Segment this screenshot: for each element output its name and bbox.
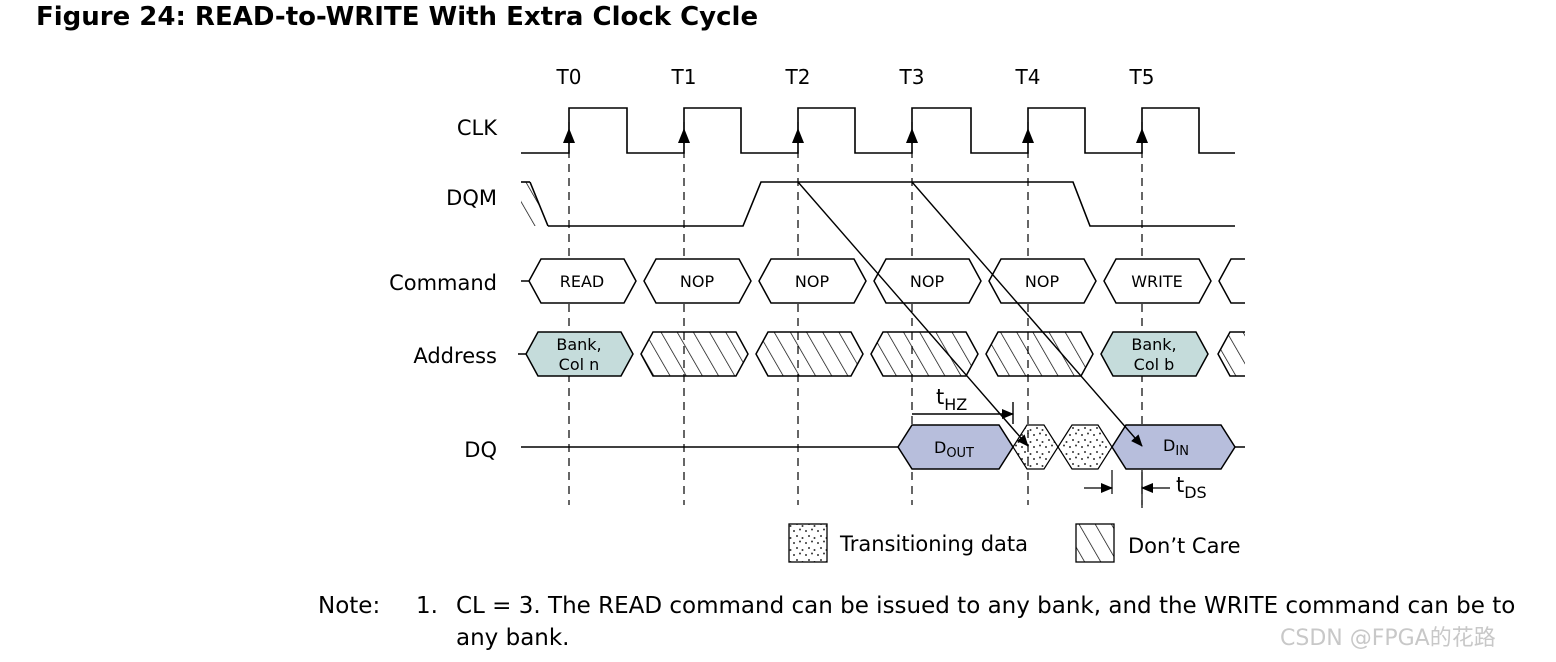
dq-bus: DOUT DIN: [521, 424, 1245, 470]
address-last-line2: Col b: [1134, 355, 1175, 374]
note-number: 1.: [416, 593, 438, 619]
signal-address-label: Address: [413, 344, 497, 368]
tick-t4: T4: [1015, 65, 1041, 89]
address-first-line2: Col n: [559, 355, 600, 374]
command-cell-3: NOP: [910, 272, 945, 291]
legend-dont-care-label: Don’t Care: [1128, 534, 1241, 558]
dq-dout-label: DOUT: [934, 438, 974, 461]
legend-dont-care-swatch: [1075, 523, 1115, 563]
clk-edge-arrows: [563, 128, 1148, 143]
dqm-to-dq-arrows: [797, 181, 1143, 447]
tick-t1: T1: [671, 65, 697, 89]
address-cell-bank-col-n: [525, 331, 634, 377]
command-bus: READ NOP NOP NOP NOP WRITE: [521, 258, 1245, 304]
tds-label: tDS: [1176, 473, 1207, 502]
dq-din-label: DIN: [1163, 436, 1189, 459]
dq-transition-cell-1: [1012, 424, 1059, 470]
clk-waveform: [521, 107, 1235, 154]
signal-dqm-label: DQM: [446, 186, 497, 210]
thz-label: tHZ: [936, 385, 967, 414]
dq-transition-cell-2: [1057, 424, 1113, 470]
tds-annotation: tDS: [1084, 470, 1207, 508]
address-last-line1: Bank,: [1131, 335, 1176, 354]
signal-labels: CLK DQM Command Address DQ: [389, 116, 498, 462]
tick-t0: T0: [556, 65, 582, 89]
command-cell-1: NOP: [680, 272, 715, 291]
address-bus: Bank, Col n Bank, Col b: [518, 331, 1245, 377]
address-first-line1: Bank,: [556, 335, 601, 354]
clock-tick-labels: T0 T1 T2 T3 T4 T5: [556, 65, 1155, 89]
note-label: Note:: [318, 593, 381, 619]
figure-title: Figure 24: READ-to-WRITE With Extra Cloc…: [36, 2, 759, 32]
legend-transitioning-label: Transitioning data: [839, 532, 1028, 556]
dqm-waveform: [521, 181, 1235, 227]
signal-command-label: Command: [389, 271, 497, 295]
thz-annotation: tHZ: [912, 385, 1014, 424]
command-cell-4: NOP: [1025, 272, 1060, 291]
legend-transitioning-swatch: [788, 523, 828, 563]
legend: Transitioning data Don’t Care: [788, 523, 1241, 563]
command-cell-5: WRITE: [1131, 272, 1183, 291]
command-cell-2: NOP: [795, 272, 830, 291]
signal-dq-label: DQ: [464, 438, 497, 462]
tick-t2: T2: [785, 65, 811, 89]
signal-clk-label: CLK: [457, 116, 498, 140]
clock-edge-guides: [568, 122, 1143, 505]
command-cell-0: READ: [560, 272, 605, 291]
tick-t3: T3: [899, 65, 925, 89]
address-cell-bank-col-b: [1100, 331, 1209, 377]
tick-t5: T5: [1129, 65, 1155, 89]
note-text: CL = 3. The READ command can be issued t…: [456, 593, 1516, 651]
watermark: CSDN @FPGA的花路: [1280, 626, 1496, 651]
